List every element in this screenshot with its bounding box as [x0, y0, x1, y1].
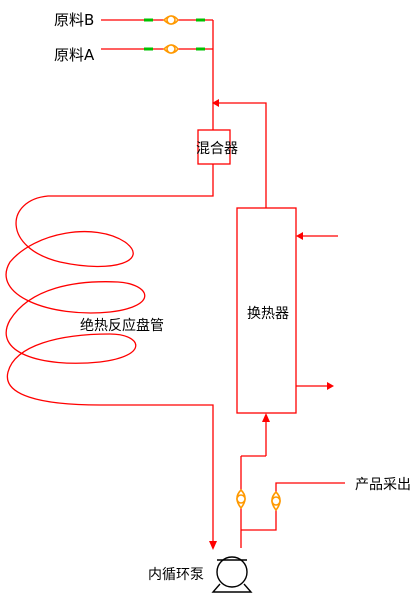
- feed-b-line: [101, 15, 213, 25]
- flow-arrow-icon: [262, 413, 270, 422]
- recycle-return-pipe: [219, 102, 267, 208]
- mixer-box: [197, 129, 231, 165]
- reactor-coil-label: 绝热反应盘管: [80, 317, 164, 334]
- adiabatic-reactor-coil: [5, 164, 214, 548]
- product-branch-pipe: [241, 482, 345, 531]
- flow-arrow-icon: [327, 382, 334, 390]
- mixer-label: 混合器: [196, 141, 238, 157]
- centrifugal-pump-icon: [211, 556, 253, 593]
- heat-exchanger-label: 换热器: [247, 305, 289, 322]
- feed-a-line: [101, 44, 213, 54]
- flow-arrow-icon: [209, 541, 217, 550]
- flowmeter-icon: [236, 488, 246, 510]
- circulation-pump-label: 内循环泵: [148, 567, 204, 583]
- heat-exchanger-box: [236, 207, 297, 414]
- flow-arrow-icon: [212, 99, 219, 107]
- flow-arrow-icon: [296, 232, 303, 240]
- feed-a-label: 原料A: [54, 46, 95, 64]
- flowmeter-icon: [162, 44, 180, 54]
- feed-b-label: 原料B: [54, 11, 94, 29]
- flowmeter-icon: [271, 490, 281, 512]
- flowmeter-icon: [162, 15, 180, 25]
- product-out-label: 产品采出: [355, 477, 411, 493]
